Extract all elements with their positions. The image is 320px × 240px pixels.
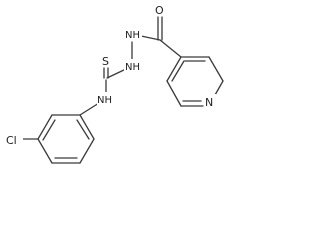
phenyl-bond-6-inner	[76, 119, 90, 140]
phenyl-bond-3	[37, 138, 53, 164]
hydrazine-nh-upper-label: NH	[125, 30, 140, 41]
chlorine-label-bg	[6, 133, 23, 146]
carbonyl-to-pyridine-bond	[159, 39, 182, 58]
atom-labels: O NH NH S NH N Cl	[6, 3, 216, 147]
pyridine-nitrogen-label: N	[205, 96, 213, 109]
oxygen-label-bg	[152, 3, 166, 16]
nh-to-thiocarbonyl-bond	[106, 68, 127, 79]
pyridine-bond-2	[208, 56, 224, 82]
phenyl-bond-5	[79, 138, 95, 164]
nh-to-phenyl-bond	[79, 102, 100, 116]
pyridine-bond-6-inner	[171, 60, 185, 82]
bond-lines	[21, 16, 224, 164]
pyridine-bond-6	[166, 56, 182, 82]
carbonyl-to-nh-bond	[140, 35, 161, 41]
pyridine-n-label-bg	[204, 94, 216, 107]
chemical-structure-diagram: O NH NH S NH N Cl	[6, 3, 224, 164]
nh-lower-label-bg	[124, 59, 142, 72]
nh-upper-label-bg	[124, 27, 142, 40]
carbonyl-oxygen-label: O	[155, 4, 164, 17]
phenyl-bond-2	[37, 114, 53, 140]
hydrazine-nh-lower-label: NH	[125, 62, 140, 73]
amide-nh-label-bg	[97, 92, 115, 105]
pyridine-bond-5	[166, 80, 182, 107]
amide-nh-label: NH	[97, 95, 112, 106]
thioxo-sulfur-label: S	[102, 55, 109, 68]
pyridine-bond-3	[214, 80, 224, 96]
sulfur-label-bg	[100, 54, 112, 67]
phenyl-bond-6	[79, 114, 95, 140]
phenyl-bond-2-inner	[42, 119, 56, 141]
chlorine-label: Cl	[6, 134, 17, 147]
